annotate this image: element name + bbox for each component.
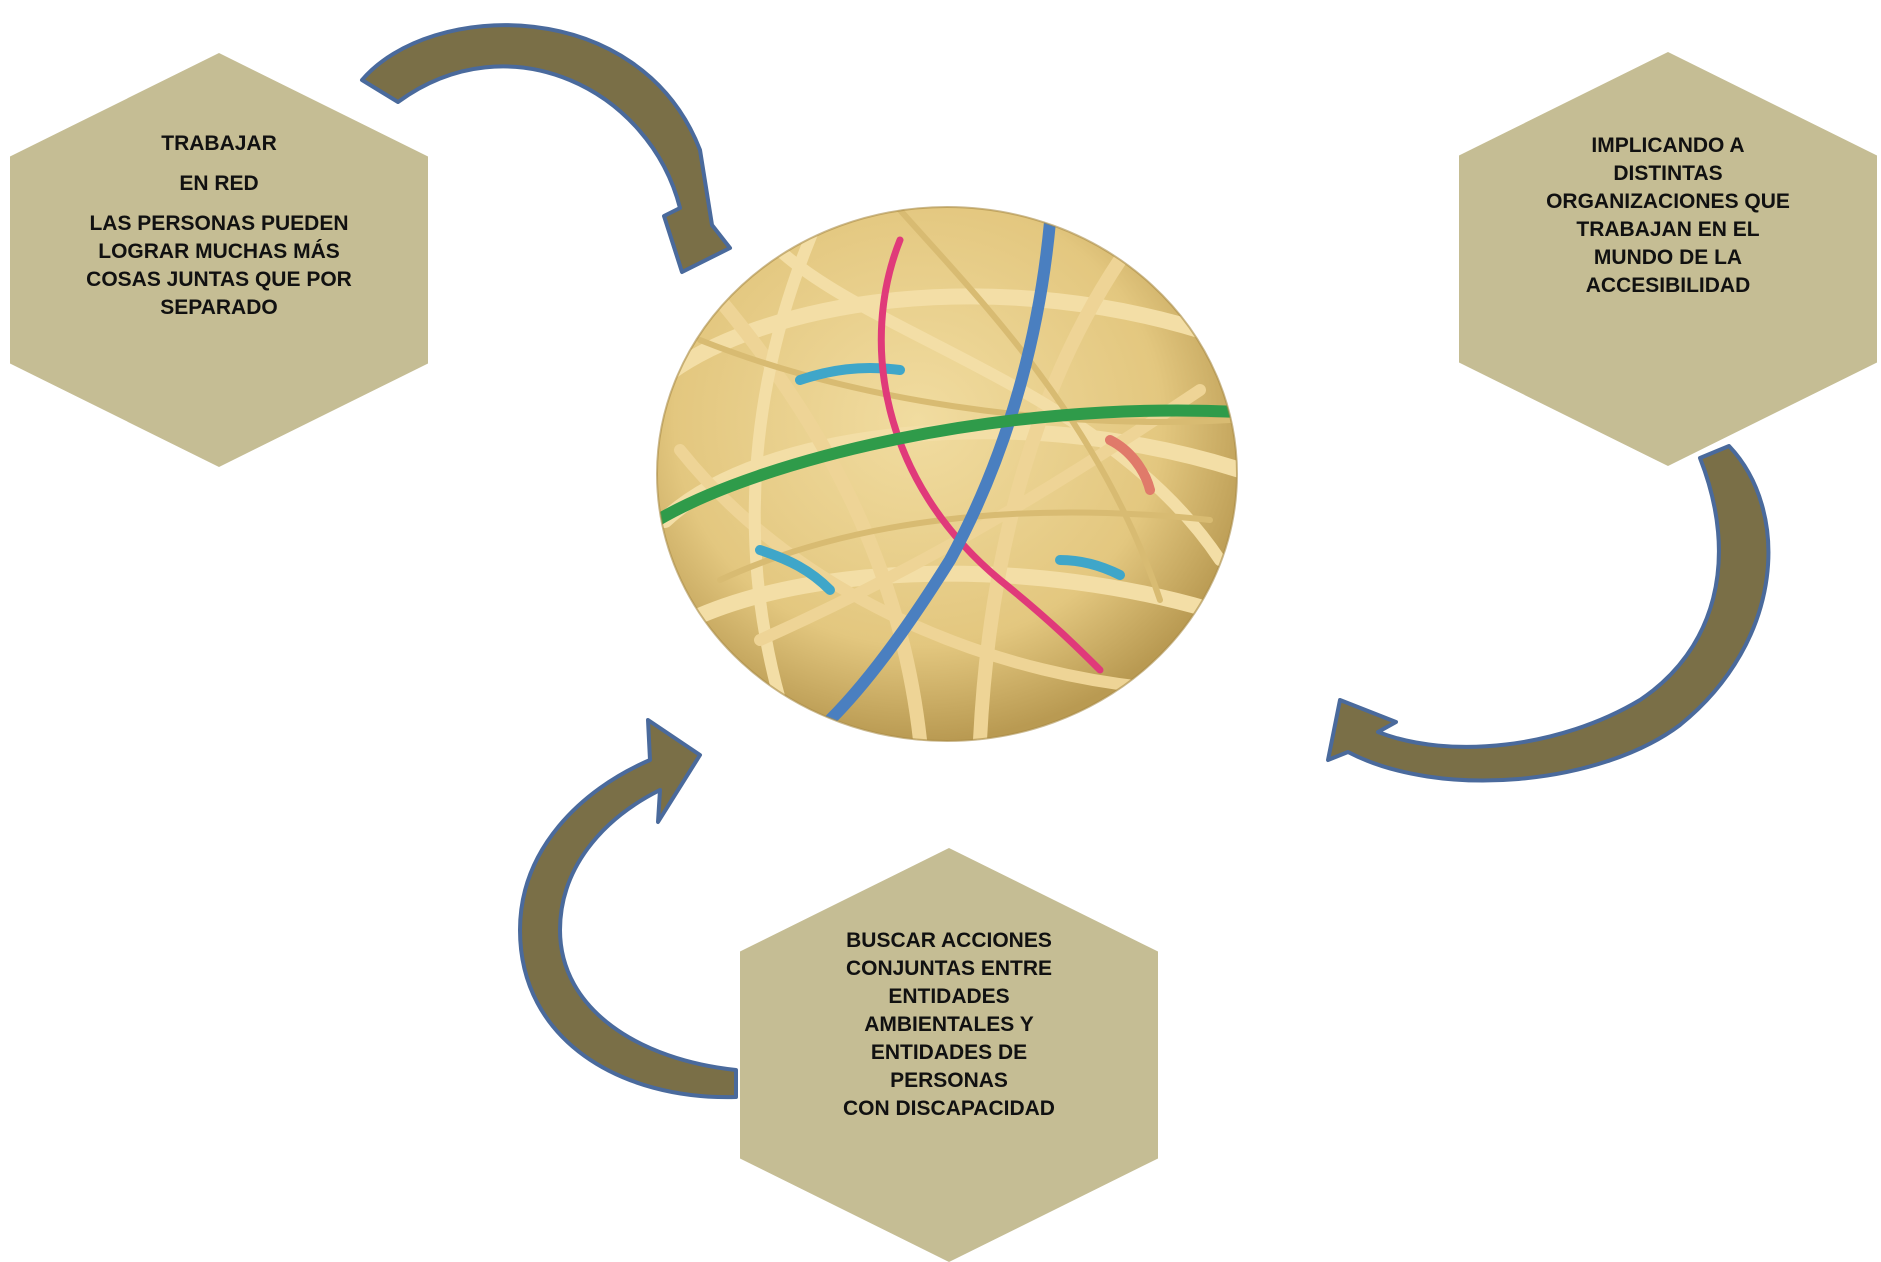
arrow-right-icon bbox=[1326, 444, 1771, 783]
rubber-band-ball-icon bbox=[656, 206, 1238, 742]
hex-left-line-1: TRABAJAR bbox=[161, 132, 277, 155]
hex-bottom-line-4: AMBIENTALES Y bbox=[864, 1013, 1034, 1036]
hex-bottom-line-2: CONJUNTAS ENTRE bbox=[845, 957, 1053, 980]
hex-bottom-line-3: ENTIDADES bbox=[888, 985, 1010, 1008]
hex-right-line-4: TRABAJAN EN EL bbox=[1576, 218, 1760, 241]
hex-bottom-line-6: CON DISCAPACIDAD bbox=[843, 1097, 1055, 1120]
arrow-top-left-icon bbox=[360, 23, 732, 274]
hex-left-line-4: LOGRAR MUCHAS MÁS bbox=[98, 240, 340, 263]
hex-right-line-3: ORGANIZACIONES QUE bbox=[1546, 190, 1790, 213]
hex-left-line-2: EN RED bbox=[179, 172, 259, 195]
hex-right-line-1: IMPLICANDO A bbox=[1591, 134, 1745, 157]
arrow-bottom-left-icon bbox=[518, 718, 738, 1100]
hex-left-line-3: LAS PERSONAS PUEDEN bbox=[89, 212, 349, 235]
hex-bottom-line-1: BUSCAR ACCIONES bbox=[846, 929, 1052, 952]
hex-left-line-5: COSAS JUNTAS QUE POR bbox=[86, 268, 352, 291]
hex-right-line-5: MUNDO DE LA bbox=[1593, 246, 1743, 269]
hex-left-line-6: SEPARADO bbox=[160, 296, 278, 319]
hex-right-line-6: ACCESIBILIDAD bbox=[1585, 274, 1751, 297]
hex-bottom-line-5: ENTIDADES DE PERSONAS bbox=[870, 1041, 1028, 1092]
hex-right-line-2: DISTINTAS bbox=[1613, 162, 1723, 185]
